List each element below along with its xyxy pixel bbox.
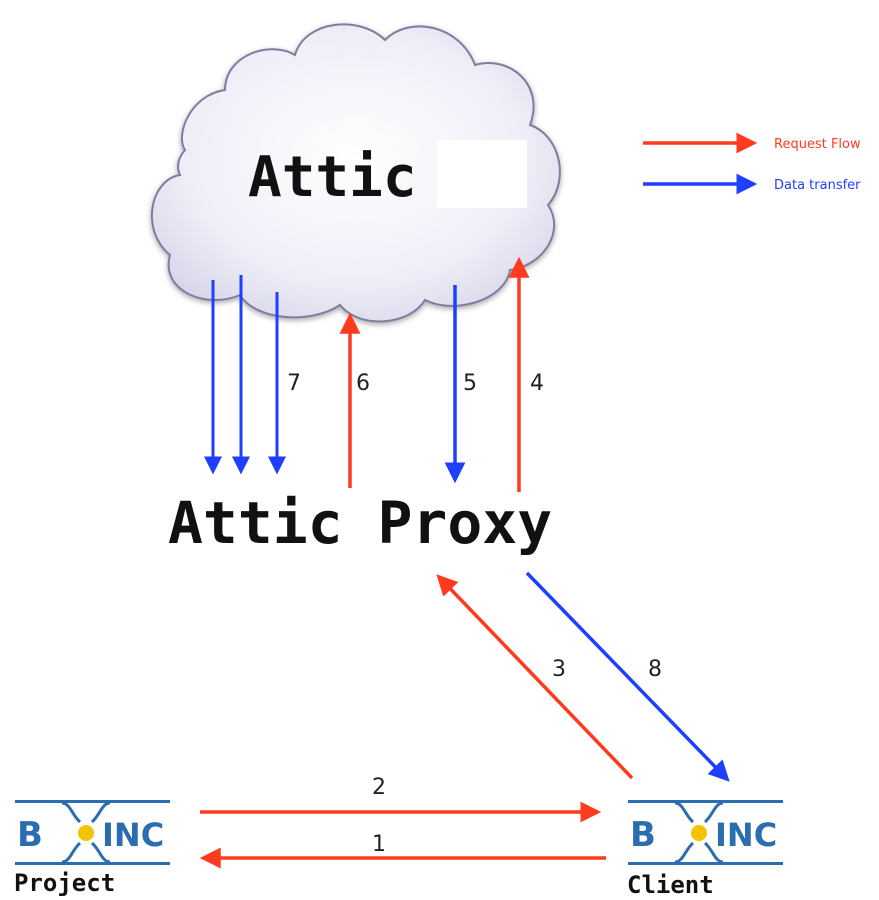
client-logo-b: B xyxy=(630,815,656,855)
step-2-label: 2 xyxy=(372,775,386,800)
client-logo-inc: INC xyxy=(715,816,777,854)
client-logo-dot xyxy=(691,825,707,841)
step-3-arrow xyxy=(436,574,634,780)
step-8-label: 8 xyxy=(648,657,662,682)
legend-data-label: Data transfer xyxy=(774,178,861,193)
boinc-client-logo: B INC xyxy=(628,800,783,865)
project-logo-dot xyxy=(78,825,94,841)
cloud-white-patch xyxy=(437,140,527,208)
legend: Request Flow Data transfer xyxy=(643,132,861,195)
project-logo-inc: INC xyxy=(102,816,164,854)
step-4-label: 4 xyxy=(530,371,544,396)
step-8-arrow xyxy=(525,571,730,782)
project-logo-b: B xyxy=(17,815,43,855)
step-5-label: 5 xyxy=(463,371,477,396)
step-1-label: 1 xyxy=(372,832,386,857)
cloud-label: Attic xyxy=(248,145,417,210)
step-7-arrows xyxy=(204,275,286,475)
legend-request-label: Request Flow xyxy=(774,137,861,152)
project-caption: Project xyxy=(14,869,115,897)
proxy-label: Attic Proxy xyxy=(168,489,552,557)
step-6-label: 6 xyxy=(356,371,370,396)
boinc-project-logo: B INC xyxy=(15,800,170,865)
step-3-label: 3 xyxy=(552,657,566,682)
client-caption: Client xyxy=(627,871,714,899)
step-7-label: 7 xyxy=(287,371,301,396)
